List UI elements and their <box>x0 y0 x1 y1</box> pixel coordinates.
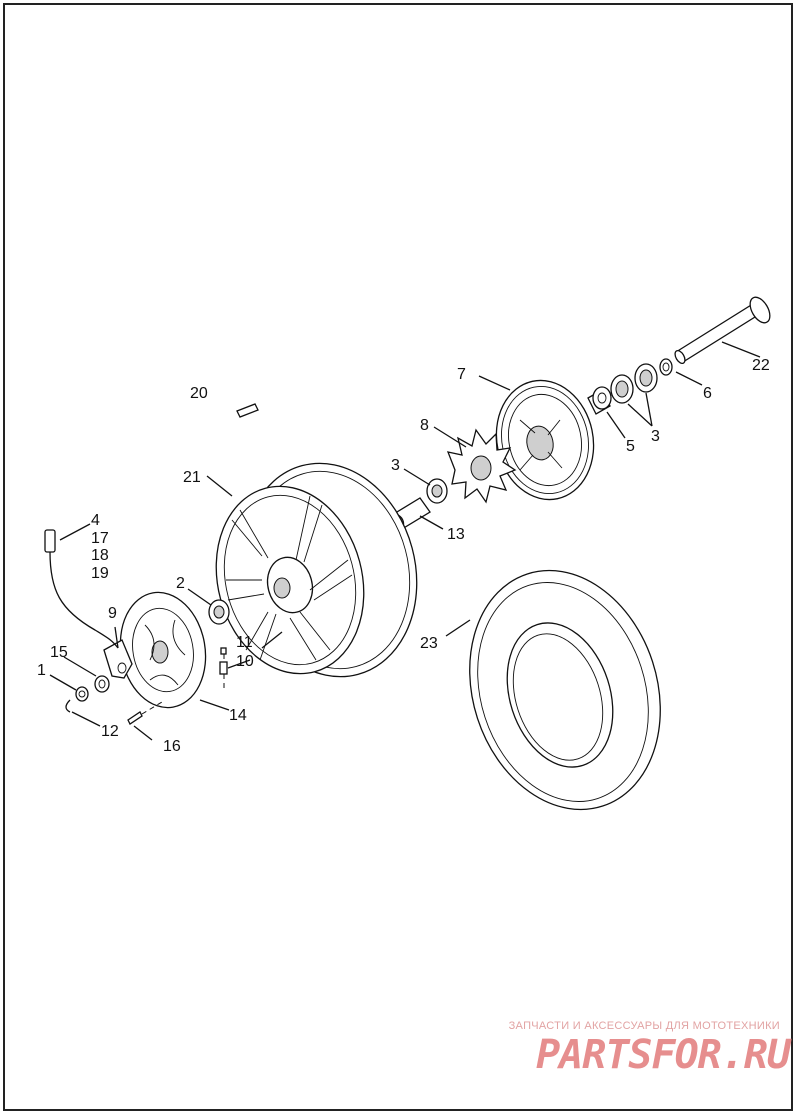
nut-part <box>75 686 89 702</box>
callout-15: 15 <box>50 644 68 661</box>
callout-7: 7 <box>457 366 466 383</box>
screw-part <box>127 711 143 725</box>
diagram-frame <box>3 3 793 1111</box>
pulley-part <box>495 379 595 501</box>
callout-3-left: 3 <box>391 457 400 474</box>
callout-9: 9 <box>108 605 117 622</box>
callout-17: 17 <box>91 530 109 547</box>
sensor-bracket-part <box>103 639 133 679</box>
screw-guide-line <box>141 701 163 715</box>
callout-2: 2 <box>176 575 185 592</box>
callout-8: 8 <box>420 417 429 434</box>
callout-4: 4 <box>91 512 100 529</box>
callout-labels: 22 6 3 5 7 8 3 13 20 21 2 11 10 4 17 18 … <box>37 357 770 755</box>
callout-20: 20 <box>190 385 208 402</box>
wheel-bearing-part <box>208 599 230 625</box>
speed-sensor-part <box>44 529 119 649</box>
axle-part <box>674 296 771 365</box>
bearing-pair-part <box>610 363 658 404</box>
callout-12: 12 <box>101 723 119 740</box>
leader-lines <box>49 341 761 741</box>
washer-part <box>94 675 110 693</box>
callout-21: 21 <box>183 469 201 486</box>
callout-3-right: 3 <box>651 428 660 445</box>
key-part <box>236 403 259 418</box>
wheel-part <box>215 462 418 678</box>
watermark-tagline: ЗАПЧАСТИ И АКСЕССУАРЫ ДЛЯ МОТОТЕХНИКИ <box>508 1020 780 1032</box>
callout-6: 6 <box>703 385 712 402</box>
valve-stem-part <box>219 647 228 688</box>
callout-13: 13 <box>447 526 465 543</box>
tire-part <box>469 569 661 811</box>
damper-part <box>446 428 517 504</box>
callout-16: 16 <box>163 738 181 755</box>
callout-14: 14 <box>229 707 247 724</box>
sleeve-part <box>587 386 612 415</box>
callout-19: 19 <box>91 565 109 582</box>
bearing-part <box>426 478 448 504</box>
callout-10: 10 <box>236 653 254 670</box>
callout-11: 11 <box>236 634 253 651</box>
clip-part <box>65 699 71 713</box>
callout-22: 22 <box>752 357 770 374</box>
callout-1: 1 <box>37 662 46 679</box>
spacer-part <box>659 358 673 376</box>
brake-rotor-part <box>119 591 207 709</box>
watermark-logo: PARTSFOR.RU <box>536 1032 791 1078</box>
callout-5: 5 <box>626 438 635 455</box>
callout-18: 18 <box>91 547 109 564</box>
callout-23: 23 <box>420 635 438 652</box>
